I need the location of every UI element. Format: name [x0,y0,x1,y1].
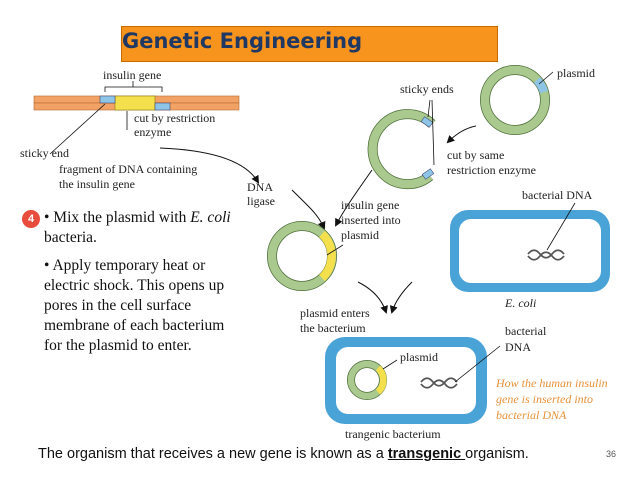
label-plasmid-enters-2: the bacterium [300,321,366,335]
label-cut-by-restriction: cut by restriction [134,111,216,125]
label-insulin-inserted-3: plasmid [341,228,379,242]
label-dna-ligase-2: ligase [247,194,275,208]
e-coli-bacterium [450,202,610,292]
label-sticky-ends: sticky ends [400,82,454,96]
plasmid-cut [367,99,477,190]
dna-strand [33,81,260,184]
insulin-gene-segment [114,95,156,111]
label-fragment-1: fragment of DNA containing [59,162,198,176]
footer-statement: The organism that receives a new gene is… [38,446,529,462]
bullet-list: • Mix the plasmid with E. coli bacteria.… [44,208,244,364]
label-bacterial-dna-2: DNA [505,340,531,354]
caption-line-3: bacterial DNA [496,408,567,422]
label-sticky-end: sticky end [20,146,69,160]
footer-prefix: The organism that receives a new gene is… [38,446,388,462]
bullet-1-italic: E. coli [190,209,231,226]
label-fragment-2: the insulin gene [59,177,135,191]
label-cut-same-2: restriction enzyme [447,163,536,177]
label-insulin-inserted-1: insulin gene [341,198,400,212]
label-transgenic-bacterium: trangenic bacterium [345,427,441,441]
caption-line-2: gene is inserted into [496,392,593,406]
plasmid-intact [480,65,554,135]
bullet-heat-shock: • Apply temporary heat or electric shock… [44,257,225,354]
label-enzyme: enzyme [134,125,172,139]
footer-suffix: organism. [465,446,529,462]
footer-keyword: transgenic [387,446,466,462]
label-bacterial-dna-top: bacterial DNA [522,188,593,202]
label-plasmid-enters-1: plasmid enters [300,306,370,320]
label-e-coli: E. coli [505,296,537,310]
bullet-mix-plasmid: • Mix the plasmid with E. coli bacteria. [44,208,244,248]
label-insulin-inserted-2: inserted into [341,213,401,227]
bullet-1-prefix: • Mix the plasmid with [44,209,191,226]
page-number: 36 [606,449,617,459]
title-banner: Genetic Engineering [121,26,498,62]
caption-line-1: How the human insulin [496,376,608,390]
bullet-1-suffix: bacteria. [44,229,97,246]
slide-title: Genetic Engineering [122,29,363,53]
sticky-end-right [154,102,171,111]
step-number-badge: 4 [22,210,40,228]
label-dna-ligase-1: DNA [247,180,273,194]
label-plasmid-top: plasmid [557,66,595,80]
plasmid-recombinant [267,221,344,291]
label-cut-same-1: cut by same [447,148,505,162]
label-plasmid-bottom: plasmid [400,350,438,364]
sticky-end-left [99,95,116,104]
label-insulin-gene: insulin gene [103,68,162,82]
transgenic-bacterium [325,337,501,424]
label-bacterial-dna-1: bacterial [505,324,547,338]
